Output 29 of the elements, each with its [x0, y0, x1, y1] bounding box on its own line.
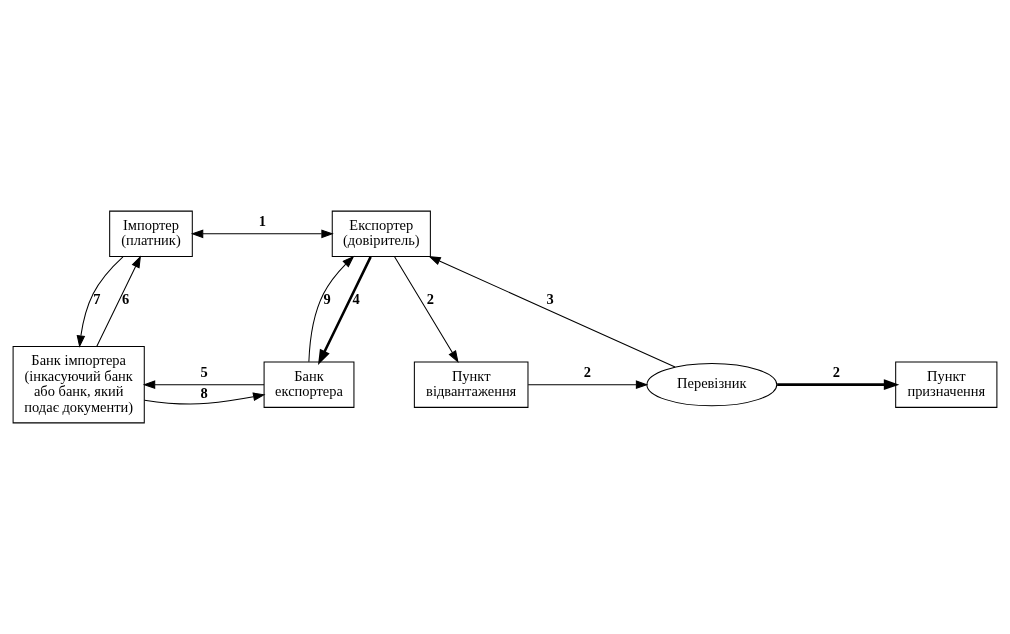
- edge-label: 4: [352, 291, 360, 308]
- edge-label: 8: [200, 385, 208, 402]
- arrow: [96, 255, 141, 347]
- arrow: [144, 392, 266, 405]
- arrow: [428, 256, 676, 368]
- node-box: Імпортер (платник): [109, 210, 193, 258]
- arrow: [777, 379, 900, 391]
- arrow: [76, 256, 124, 348]
- arrow: [394, 256, 459, 363]
- arrow: [527, 380, 649, 389]
- arrow: [142, 380, 265, 389]
- edge-label: 9: [323, 291, 331, 308]
- arrow: [308, 255, 355, 363]
- edge-label: 2: [426, 291, 434, 308]
- edge-label: 2: [583, 363, 592, 380]
- arrow: [318, 256, 372, 366]
- edge-label: 6: [122, 291, 130, 308]
- node-box: Експортер (довіритель): [331, 210, 431, 258]
- node-box: Пункт відвантаження: [413, 361, 529, 408]
- node-box: Пункт призначення: [895, 361, 998, 408]
- edge-label: 5: [200, 363, 208, 380]
- node-box: Банк імпортера (інкасуючий банк або банк, який подає документи): [12, 345, 145, 424]
- node-box: Банк експортера: [263, 361, 355, 408]
- arrow: [190, 229, 334, 239]
- edge-label: 2: [832, 363, 840, 380]
- edge-label: 1: [258, 212, 266, 229]
- edge-label: 3: [546, 291, 554, 308]
- edge-label: 7: [93, 291, 101, 308]
- node-ellipse: Перевізник: [646, 362, 778, 407]
